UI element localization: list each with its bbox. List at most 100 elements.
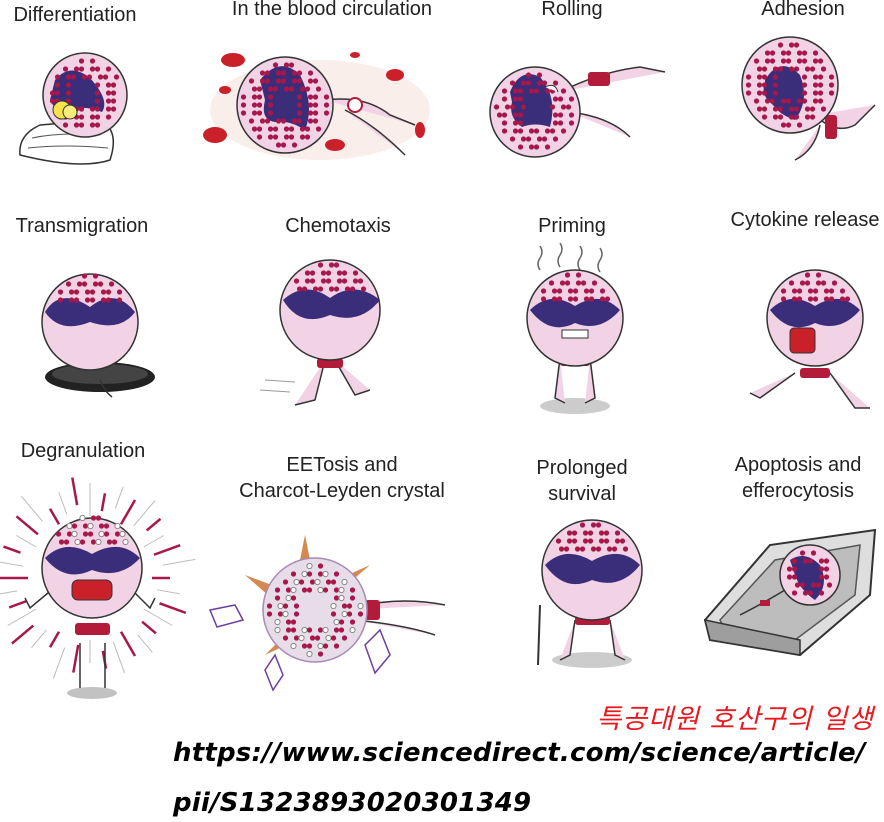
granule bbox=[761, 90, 768, 96]
granule bbox=[103, 523, 110, 529]
burst-ray bbox=[0, 590, 18, 595]
granule bbox=[831, 280, 838, 286]
granule bbox=[116, 289, 123, 295]
granule bbox=[84, 289, 91, 295]
differentiation-figure bbox=[19, 52, 128, 165]
granule bbox=[307, 94, 314, 100]
granule bbox=[349, 286, 356, 292]
granule bbox=[100, 297, 107, 303]
granule bbox=[801, 98, 808, 104]
granule bbox=[240, 110, 247, 116]
granule bbox=[113, 74, 120, 80]
panel-label-priming: Priming bbox=[538, 215, 606, 237]
granule bbox=[574, 546, 581, 552]
granule bbox=[105, 114, 112, 120]
granule bbox=[322, 643, 329, 649]
granule bbox=[357, 278, 364, 284]
granule bbox=[349, 587, 356, 593]
granule bbox=[812, 90, 819, 96]
granule bbox=[272, 134, 279, 140]
panel-label-apoptosis: Apoptosis and efferocytosis bbox=[688, 452, 884, 504]
granule bbox=[556, 296, 563, 302]
granule bbox=[306, 562, 313, 570]
granule bbox=[566, 538, 573, 544]
granule bbox=[536, 80, 543, 86]
granule-burst bbox=[0, 477, 196, 679]
granule bbox=[796, 288, 803, 294]
granule bbox=[306, 571, 313, 577]
granule bbox=[54, 90, 61, 96]
granule bbox=[571, 538, 578, 544]
granule bbox=[588, 288, 595, 294]
granule bbox=[320, 270, 327, 276]
granule bbox=[105, 289, 112, 295]
granule bbox=[87, 531, 94, 537]
granule bbox=[791, 590, 798, 596]
blood-circulation-figure bbox=[203, 52, 430, 160]
granule bbox=[810, 582, 817, 588]
granule bbox=[73, 66, 80, 72]
granule bbox=[791, 558, 798, 564]
granule bbox=[549, 104, 556, 110]
granule bbox=[314, 578, 321, 586]
apoptosis-figure bbox=[703, 528, 877, 657]
granule bbox=[333, 286, 340, 292]
granule bbox=[291, 70, 298, 76]
granule bbox=[791, 574, 798, 580]
granule bbox=[804, 280, 811, 286]
granule bbox=[309, 278, 316, 284]
granule bbox=[796, 98, 803, 104]
granule bbox=[320, 278, 327, 284]
granule bbox=[90, 539, 97, 545]
granule bbox=[558, 546, 565, 552]
granule bbox=[793, 66, 800, 72]
granule bbox=[66, 531, 73, 537]
credit-url-line2: pii/S1323893020301349 bbox=[173, 788, 532, 818]
granule bbox=[333, 595, 340, 601]
granule bbox=[92, 273, 99, 279]
granule bbox=[796, 50, 803, 56]
granule bbox=[325, 579, 332, 585]
granule bbox=[333, 643, 340, 649]
granule bbox=[293, 603, 300, 609]
granule bbox=[325, 278, 332, 284]
granule bbox=[801, 82, 808, 88]
granule bbox=[282, 603, 289, 609]
granule bbox=[817, 58, 824, 64]
granule bbox=[325, 634, 332, 642]
granule bbox=[317, 286, 324, 292]
burst-ray bbox=[31, 629, 47, 649]
granule bbox=[536, 72, 543, 78]
granule bbox=[78, 114, 85, 120]
granule bbox=[619, 538, 626, 544]
granule bbox=[317, 262, 324, 268]
burst-ray bbox=[143, 535, 164, 548]
granule bbox=[267, 94, 274, 100]
granule bbox=[799, 582, 806, 588]
granule bbox=[288, 86, 295, 92]
granule bbox=[333, 587, 340, 593]
granule bbox=[551, 296, 558, 302]
granule bbox=[564, 272, 571, 278]
granule bbox=[603, 530, 610, 536]
granule bbox=[267, 134, 274, 140]
granule bbox=[791, 296, 798, 302]
burst-ray bbox=[141, 620, 157, 635]
granule bbox=[98, 530, 105, 538]
granule bbox=[264, 78, 271, 84]
granule bbox=[517, 112, 524, 118]
granule bbox=[525, 136, 532, 142]
granule bbox=[317, 642, 324, 650]
transmigration-figure bbox=[41, 273, 155, 398]
granule bbox=[591, 280, 598, 286]
granule bbox=[105, 106, 112, 112]
rolling-figure bbox=[489, 66, 666, 158]
granule bbox=[114, 531, 121, 537]
granule bbox=[296, 78, 303, 84]
granule bbox=[330, 635, 337, 641]
granule bbox=[501, 120, 508, 126]
granule bbox=[565, 104, 572, 110]
granule bbox=[94, 82, 101, 88]
granule bbox=[251, 102, 258, 108]
granule bbox=[266, 603, 273, 609]
